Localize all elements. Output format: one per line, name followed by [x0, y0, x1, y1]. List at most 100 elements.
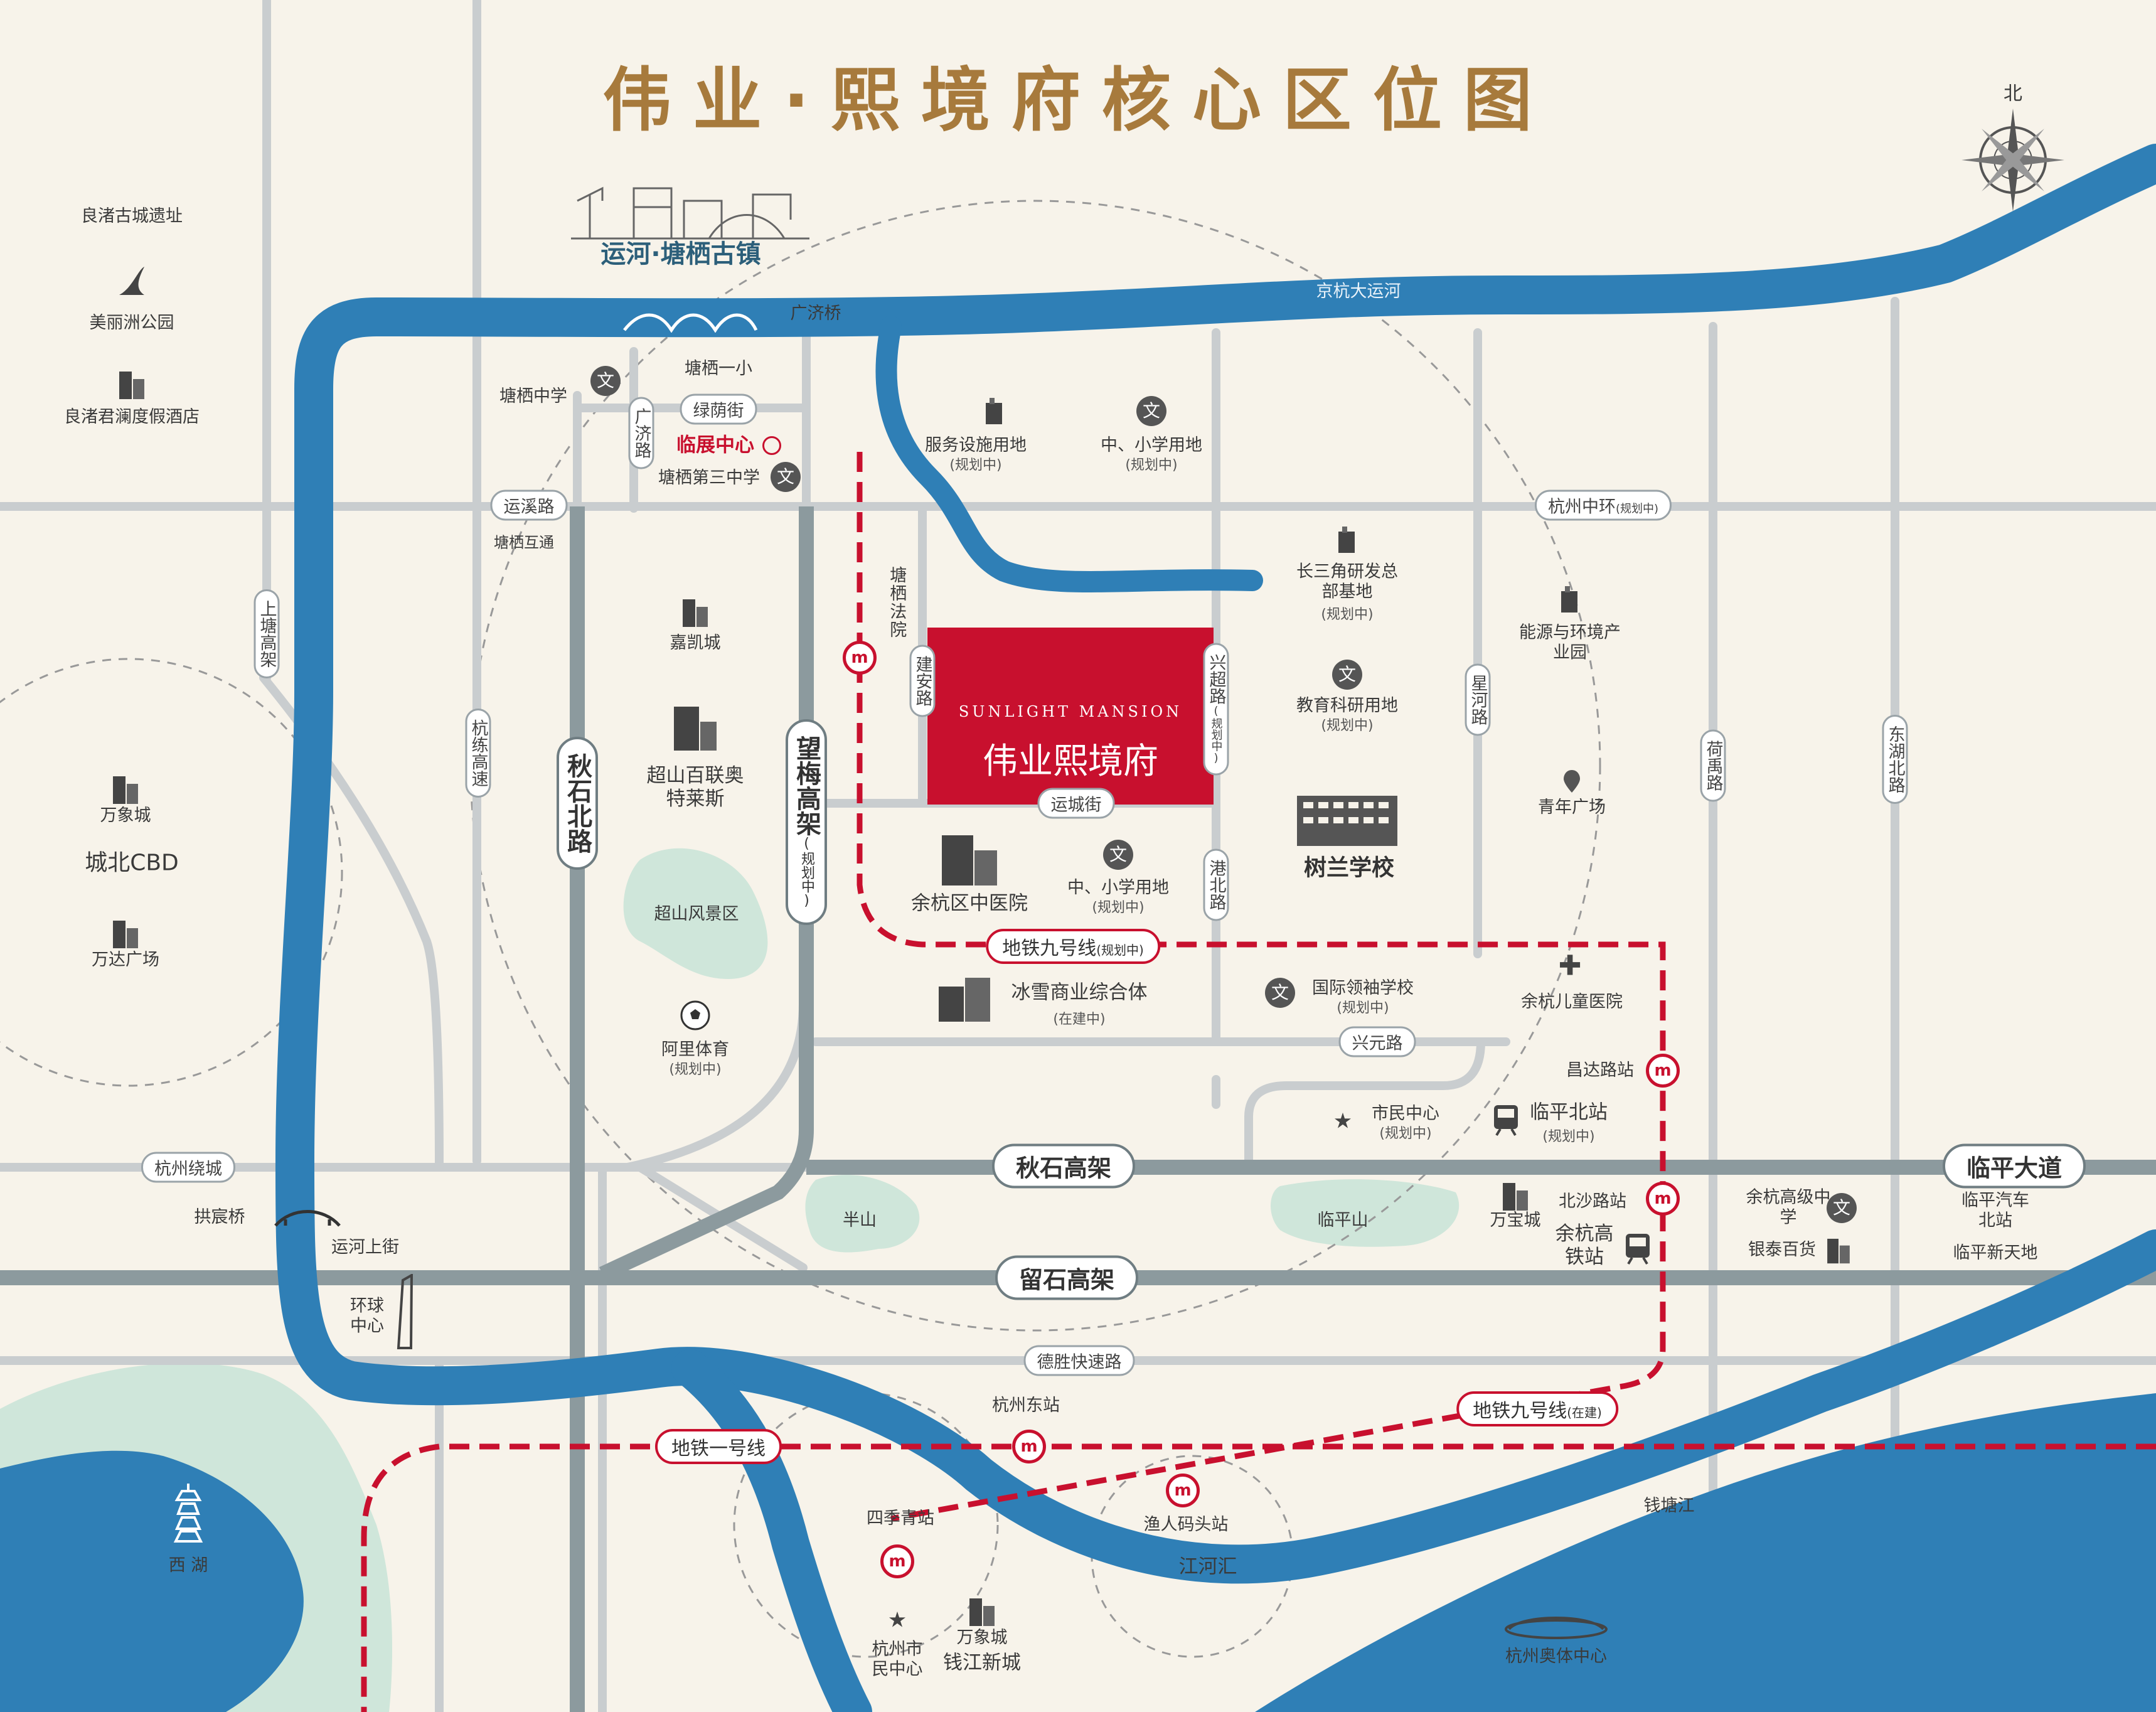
ali-sports-label: 阿里体育 [661, 1039, 729, 1059]
shulan-school-label: 树兰学校 [1303, 855, 1395, 881]
exhibition-center-label[interactable]: 临展中心 [676, 434, 754, 457]
huanqiu-label: 环球中心 [350, 1296, 384, 1336]
road-yunxi: 运溪路 [490, 490, 568, 521]
school-icon: 文 [1332, 660, 1362, 690]
road-guangji: 广济路 [628, 397, 654, 469]
hotel-building-icon [119, 372, 144, 399]
grand-canal-branch [875, 316, 1263, 592]
hz-civic-label: 杭州市民中心 [872, 1639, 923, 1679]
metro-9-built-label: 地铁九号线(在建) [1456, 1391, 1618, 1426]
metro-icon: m [1166, 1474, 1200, 1507]
road-xinghe: 星河路 [1465, 663, 1491, 736]
compass-rose-icon [1961, 109, 2064, 211]
compass-north-label: 北 [2004, 83, 2022, 105]
mixc-north-label: 万象城 [100, 805, 151, 825]
road-donghu: 东湖北路 [1882, 715, 1908, 804]
energy-park-icon [1561, 586, 1577, 613]
yunhe-street-label: 运河上街 [331, 1237, 399, 1257]
road-hz-bypass: 杭州绕城 [141, 1152, 235, 1183]
banshan-green [805, 1175, 920, 1253]
school-icon: 文 [1265, 978, 1295, 1008]
school-icon: 文 [771, 462, 801, 492]
meilizhou-park-label: 美丽洲公园 [89, 313, 174, 333]
yuren-station-label: 渔人码头站 [1143, 1514, 1229, 1534]
road-lvyin: 绿荫街 [680, 393, 757, 425]
changda-station-label: 昌达路站 [1566, 1060, 1634, 1080]
liangzhu-site-label: 良渚古城遗址 [81, 206, 183, 226]
huanqiu-tower-icon [397, 1274, 414, 1349]
beisha-station-label: 北沙路站 [1559, 1191, 1626, 1211]
olympic-center-label: 杭州奥体中心 [1505, 1646, 1607, 1666]
chaoshan-green [623, 848, 768, 979]
road-linping-avenue: 临平大道 [1942, 1143, 2086, 1189]
chaoshan-scenic-label: 超山风景区 [654, 904, 739, 924]
jiakaicheng-label: 嘉凯城 [670, 633, 721, 653]
wanda-building-icon [113, 921, 138, 948]
ring-core [469, 200, 1601, 1332]
yintai-building-icon [1827, 1238, 1850, 1264]
bingxue-label: 冰雪商业综合体 [1011, 981, 1148, 1004]
service-land-icon [986, 398, 1002, 424]
service-land-label: 服务设施用地 [925, 435, 1027, 455]
mixc-qj-building-icon [969, 1598, 995, 1626]
wanda-label: 万达广场 [92, 950, 159, 970]
civic-center-star-icon: ★ [1333, 1108, 1353, 1134]
wanbaocheng-building-icon [1503, 1183, 1528, 1211]
road-qiushi-elevated: 秋石高架 [991, 1143, 1136, 1189]
edu-research-label: 教育科研用地 [1296, 695, 1398, 715]
west-lake [0, 1450, 304, 1712]
pagoda-icon [173, 1484, 203, 1543]
road-liushi: 留石高架 [995, 1255, 1139, 1300]
intl-school-label: 国际领袖学校 [1312, 978, 1414, 998]
canal-lower [671, 1349, 872, 1712]
yrd-hq-icon [1338, 527, 1355, 553]
road-gangbei: 港北路 [1203, 848, 1229, 921]
qiantang-river [1255, 1393, 2156, 1712]
gongchen-bridge-icon [274, 1210, 341, 1227]
hz-east-station-label: 杭州东站 [992, 1395, 1060, 1415]
road-xingchao-note: (规划中) [1209, 704, 1223, 765]
tangqi-court-label: 塘栖法院 [887, 566, 907, 639]
outlets-label: 超山百联奥特莱斯 [646, 764, 744, 810]
metro-icon: m [880, 1544, 914, 1578]
train-icon [1494, 1105, 1518, 1137]
road-hz-middle-ring-note: (规划中) [1615, 502, 1659, 516]
tcm-hospital-building-icon [942, 835, 997, 885]
school-icon: 文 [1136, 396, 1166, 426]
bingxue-note: (在建中) [1053, 1011, 1106, 1027]
mixc-north-building-icon [113, 776, 138, 804]
grand-canal-label: 京杭大运河 [1316, 281, 1401, 301]
banshan-label: 半山 [843, 1210, 877, 1230]
guangji-bridge-label: 广济桥 [790, 303, 841, 323]
linping-north-label: 临平北站 [1530, 1101, 1608, 1124]
west-lake-label: 西 湖 [168, 1555, 208, 1575]
football-icon [680, 1000, 710, 1030]
tangqi-third-label: 塘栖第三中学 [658, 468, 760, 488]
mixc-qj-label: 万象城 [956, 1627, 1008, 1647]
school-icon: 文 [1827, 1193, 1857, 1223]
linpingshan-green [1271, 1179, 1460, 1247]
road-wangmei-note: (规划中) [799, 836, 814, 909]
metro-9-planned-name: 地铁九号线 [1002, 938, 1097, 960]
liangzhu-hotel-label: 良渚君澜度假酒店 [64, 407, 200, 427]
tangqi-interchange-label: 塘栖互通 [494, 533, 554, 552]
park-icon [119, 267, 144, 295]
cbd-label: 城北CBD [85, 850, 179, 876]
project-sunlight-mansion[interactable]: SUNLIGHT MANSION 伟业熙境府 [927, 628, 1214, 805]
jianghehui-label: 江河汇 [1178, 1555, 1237, 1578]
school-land-1-note: (规划中) [1125, 457, 1178, 473]
road-wangmei: 望梅高架(规划中) [786, 719, 827, 925]
road-yuncheng: 运城街 [1037, 788, 1115, 819]
project-name-cn: 伟业熙境府 [983, 741, 1158, 782]
metro-9-planned-label: 地铁九号线(规划中) [986, 929, 1160, 964]
school-icon: 文 [590, 366, 621, 396]
metro-9-built-name: 地铁九号线 [1473, 1400, 1567, 1422]
road-hz-middle-ring: 杭州中环(规划中) [1534, 490, 1672, 521]
ali-sports-note: (规划中) [669, 1061, 722, 1078]
road-shangtang: 上塘高架 [253, 589, 280, 678]
road-qiushi-north: 秋石北路 [557, 737, 598, 870]
service-land-note: (规划中) [949, 457, 1002, 473]
linping-bus-label: 临平汽车北站 [1961, 1190, 2029, 1231]
